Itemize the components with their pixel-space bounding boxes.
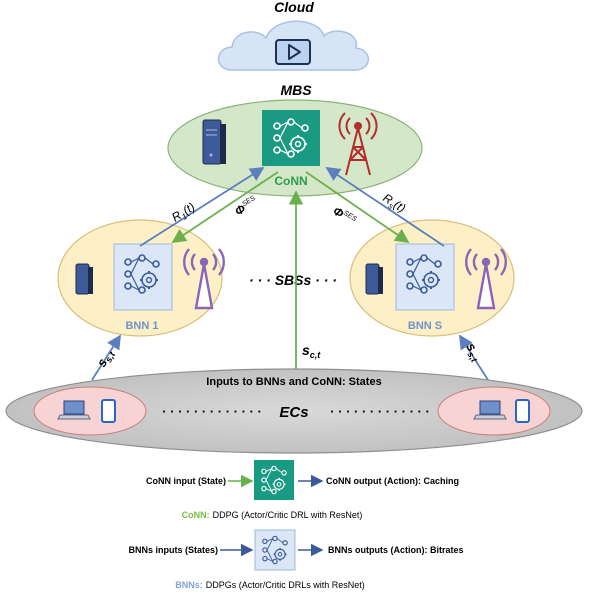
- bnn1-icon: [113, 243, 173, 311]
- bnns-icon: [395, 243, 455, 311]
- label-sct-base: s: [302, 342, 310, 358]
- label-sct-sub: c,t: [310, 350, 322, 360]
- label-phi-right: ΦSES: [330, 204, 358, 229]
- conn-icon: [262, 110, 320, 166]
- legend-conn-caption-name: CoNN:: [182, 510, 210, 520]
- legend-conn-caption: CoNN:DDPG (Actor/Critic DRL with ResNet): [182, 510, 363, 520]
- ecs-label: ECs: [279, 404, 308, 421]
- antenna-icon: [465, 248, 507, 310]
- label-sst-left: ss,t: [94, 346, 118, 371]
- legend-conn-output: CoNN output (Action): Caching: [326, 476, 459, 486]
- legend-bnn-caption: BNNs:DDPGs (Actor/Critic DRLs with ResNe…: [175, 580, 365, 590]
- smartphone-icon: [101, 399, 116, 423]
- label-sct: sc,t: [302, 342, 321, 360]
- label-phi-left: ΦSES: [232, 194, 260, 219]
- ec-dots-left: · · · · · · · · · · · · ·: [162, 404, 262, 419]
- label-rs-sub: s: [387, 201, 395, 211]
- server-icon: [365, 263, 383, 295]
- antenna-icon: [183, 248, 225, 310]
- sbss-label: · · · SBSs · · ·: [249, 272, 337, 288]
- server-icon: [202, 119, 226, 165]
- legend-conn-input: CoNN input (State): [146, 476, 226, 486]
- legend-bnn-output: BNNs outputs (Action): Bitrates: [328, 545, 464, 555]
- arrow-phi-down-right: [305, 171, 410, 244]
- legend-bnn-input: BNNs inputs (States): [128, 545, 218, 555]
- label-phi-left-sup: SES: [241, 195, 257, 209]
- conn-label: CoNN: [274, 174, 307, 188]
- cloud-label: Cloud: [274, 0, 314, 15]
- legend-bnn-caption-name: BNNs:: [175, 580, 203, 590]
- label-r1: R1(t): [169, 200, 198, 227]
- legend-conn-caption-rest: DDPG (Actor/Critic DRL with ResNet): [213, 510, 363, 520]
- bnn1-label: BNN 1: [125, 320, 158, 332]
- arrow-r1-up: [139, 167, 265, 247]
- ec-left-ellipse: [33, 386, 147, 436]
- label-r1-sub: 1: [180, 212, 189, 222]
- video-play-icon: [275, 39, 311, 65]
- arrow-sst-left-up: [91, 334, 121, 381]
- mbs-label: MBS: [280, 82, 312, 98]
- legend-conn-icon: [254, 460, 294, 500]
- legend-bnn-icon: [254, 529, 296, 571]
- arrow-sst-right-up: [459, 334, 489, 381]
- arrow-phi-down-left: [171, 171, 279, 243]
- arrow-rs-up: [325, 167, 445, 247]
- inputs-label: Inputs to BNNs and CoNN: States: [206, 376, 381, 388]
- legend-bnn-caption-rest: DDPGs (Actor/Critic DRLs with ResNet): [206, 580, 365, 590]
- laptop-icon: [473, 400, 507, 420]
- ec-dots-right: · · · · · · · · · · · · ·: [330, 404, 430, 419]
- laptop-icon: [57, 400, 91, 420]
- cell-tower-icon: [338, 112, 378, 176]
- smartphone-icon: [515, 399, 530, 423]
- server-icon: [75, 263, 93, 295]
- bnns-label: BNN S: [408, 320, 442, 332]
- label-phi-right-sup: SES: [342, 210, 358, 224]
- ecs-ellipse: [5, 368, 583, 454]
